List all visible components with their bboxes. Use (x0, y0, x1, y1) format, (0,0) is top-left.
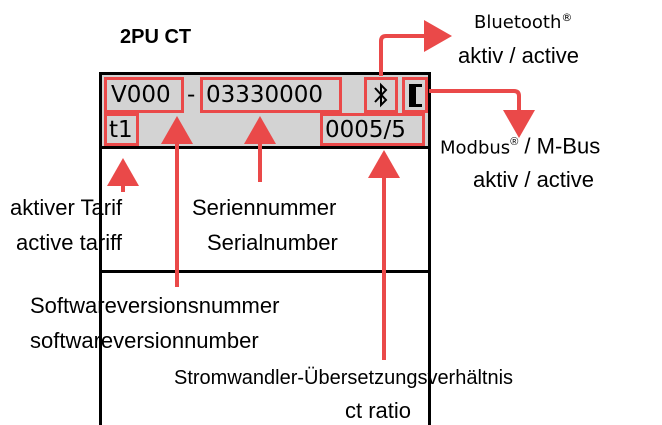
version-label-de: Softwareversionsnummer (30, 293, 280, 318)
registered-mark: ® (561, 11, 573, 24)
ct-ratio-value: 0005/5 (325, 117, 406, 143)
bluetooth-label-text: Bluetooth (474, 12, 562, 33)
version-value: V000 (111, 82, 171, 108)
version-highlight (104, 77, 184, 113)
bluetooth-icon (369, 80, 393, 110)
display-top-border (99, 72, 431, 75)
tariff-label-de: aktiver Tarif (10, 195, 123, 220)
modbus-label-text: Modbus (440, 137, 511, 159)
bluetooth-status: aktiv / active (458, 43, 580, 68)
display-right-border (428, 73, 431, 425)
registered-mark: ® (510, 136, 519, 148)
serial-label-de: Seriennummer (192, 195, 337, 220)
bluetooth-label: Bluetooth® (474, 6, 572, 35)
bluetooth-highlight (364, 77, 398, 113)
serial-value: 03330000 (206, 82, 324, 108)
tariff-value: t1 (109, 117, 133, 143)
ct-ratio-label-en: ct ratio (345, 398, 412, 423)
serial-label-en: Serialnumber (207, 230, 338, 255)
serial-highlight (200, 77, 342, 113)
ct-ratio-label-de: Stromwandler-Übersetzungsverhältnis (174, 367, 514, 389)
modbus-highlight (402, 77, 428, 113)
tariff-label-en: active tariff (16, 230, 122, 255)
display-left-border (99, 73, 102, 425)
version-label-en: softwareversionnumber (30, 328, 259, 353)
modbus-status: aktiv / active (473, 167, 595, 192)
ct-ratio-highlight (320, 113, 425, 146)
tariff-highlight (104, 113, 139, 146)
display-divider (99, 270, 431, 273)
modbus-mbus-icon (406, 80, 424, 110)
mbus-label-text: / M-Bus (518, 133, 601, 159)
page-title: 2PU CT (120, 26, 192, 48)
dash-separator: - (187, 82, 196, 108)
modbus-label: Modbus® / M-Bus (440, 130, 600, 160)
display-divider (99, 146, 431, 149)
